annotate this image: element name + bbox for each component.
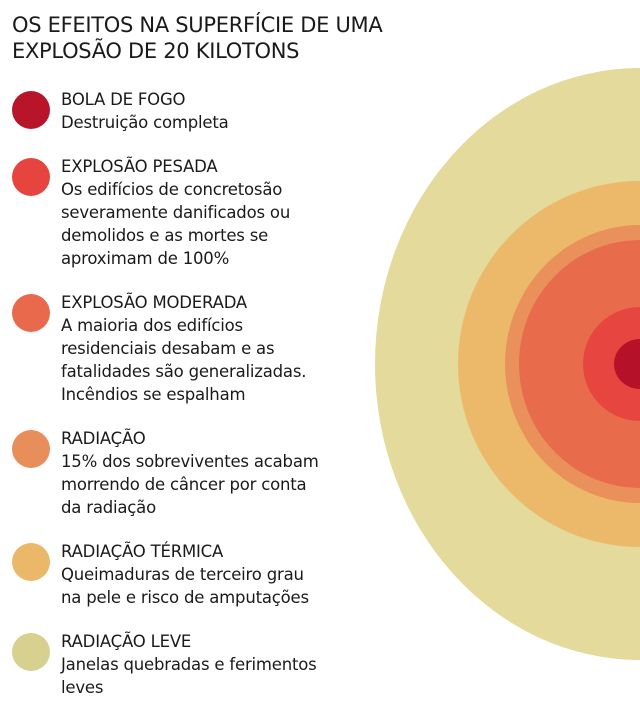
legend-description-line: aproximam de 100% bbox=[61, 249, 230, 268]
legend-item: RADIAÇÃO 15% dos sobreviventes acabam morr… bbox=[12, 427, 352, 519]
legend-description-line: 15% dos sobreviventes acabam bbox=[61, 452, 319, 471]
legend-item: RADIAÇÃO TÉRMICA Queimaduras de terceiro … bbox=[12, 540, 352, 609]
legend-description-line: na pele e risco de amputações bbox=[61, 588, 309, 607]
legend-color-dot bbox=[12, 158, 50, 196]
legend-item: BOLA DE FOGO Destruição completa bbox=[12, 88, 352, 134]
legend-heading: EXPLOSÃO PESADA bbox=[61, 157, 218, 176]
legend-color-dot bbox=[12, 294, 50, 332]
legend-heading: BOLA DE FOGO bbox=[61, 90, 186, 109]
legend-heading: RADIAÇÃO TÉRMICA bbox=[61, 542, 224, 561]
legend-heading: RADIAÇÃO LEVE bbox=[61, 632, 192, 651]
legend-color-dot bbox=[12, 91, 50, 129]
legend-description-line: Destruição completa bbox=[61, 113, 229, 132]
legend-item: RADIAÇÃO LEVE Janelas quebradas e ferimen… bbox=[12, 630, 352, 699]
legend-item: EXPLOSÃO PESADA Os edifícios de concretos… bbox=[12, 155, 352, 270]
ring-moderate-blast bbox=[519, 240, 640, 488]
legend-description-line: da radiação bbox=[61, 498, 156, 517]
legend-heading: EXPLOSÃO MODERADA bbox=[61, 293, 248, 312]
title-line-2: EXPLOSÃO DE 20 KILOTONS bbox=[12, 39, 300, 63]
legend-description-line: Incêndios se espalham bbox=[61, 385, 246, 404]
legend-color-dot bbox=[12, 430, 50, 468]
legend-description-line: Os edifícios de concretosão bbox=[61, 180, 283, 199]
legend-color-dot bbox=[12, 543, 50, 581]
legend-description-line: leves bbox=[61, 678, 104, 697]
legend-heading: RADIAÇÃO bbox=[61, 429, 146, 448]
legend-description-line: morrendo de câncer por conta bbox=[61, 475, 307, 494]
legend-description-line: Queimaduras de terceiro grau bbox=[61, 565, 304, 584]
ring-heavy-blast bbox=[583, 307, 640, 421]
legend-description-line: A maioria dos edifícios bbox=[61, 316, 243, 335]
legend-description-line: fatalidades são generalizadas. bbox=[61, 362, 307, 381]
ring-fireball bbox=[614, 339, 640, 389]
legend-color-dot bbox=[12, 633, 50, 671]
title-line-1: OS EFEITOS NA SUPERFÍCIE DE UMA bbox=[12, 13, 383, 37]
legend-description-line: demolidos e as mortes se bbox=[61, 226, 269, 245]
legend-item: EXPLOSÃO MODERADA A maioria dos edifícios… bbox=[12, 291, 352, 406]
page-title: OS EFEITOS NA SUPERFÍCIE DE UMA EXPLOSÃO… bbox=[12, 12, 383, 64]
legend-description-line: residenciais desabam e as bbox=[61, 339, 275, 358]
legend-description-line: severamente danificados ou bbox=[61, 203, 291, 222]
legend-description-line: Janelas quebradas e ferimentos bbox=[61, 655, 317, 674]
